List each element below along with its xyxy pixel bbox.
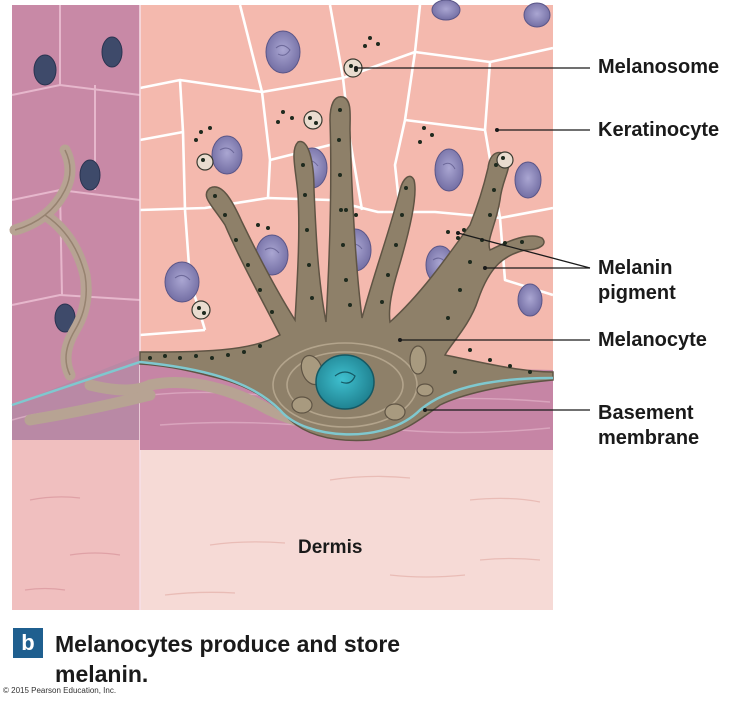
copyright-notice: © 2015 Pearson Education, Inc. bbox=[3, 686, 117, 695]
melanosome-vesicle bbox=[496, 151, 514, 169]
label-basement-membrane-line2: membrane bbox=[598, 427, 700, 449]
label-basement-membrane: Basement membrane bbox=[598, 401, 699, 451]
mitochondrion bbox=[291, 396, 313, 414]
melanocyte-nucleus bbox=[315, 354, 375, 410]
keratinocyte-nucleus bbox=[431, 0, 461, 21]
melanosome-vesicle bbox=[196, 153, 214, 171]
keratinocyte-nucleus bbox=[434, 148, 464, 192]
melanosome-vesicle bbox=[191, 300, 211, 320]
figure-part-badge: b bbox=[13, 628, 43, 658]
keratinocyte-nucleus bbox=[164, 261, 200, 303]
mitochondrion bbox=[416, 383, 434, 397]
leader-melanin-pigment-a bbox=[457, 232, 591, 269]
melanosome-vesicle bbox=[303, 110, 323, 130]
keratinocyte-nucleus bbox=[265, 30, 301, 74]
mitochondrion bbox=[384, 403, 406, 421]
basement-membrane bbox=[11, 360, 554, 436]
keratinocyte-nucleus bbox=[523, 2, 551, 28]
label-melanin-pigment: Melanin pigment bbox=[598, 256, 676, 306]
keratinocyte-nucleus bbox=[517, 283, 543, 317]
melanocyte-body bbox=[139, 96, 554, 442]
mitochondrion bbox=[409, 345, 427, 375]
label-keratinocyte: Keratinocyte bbox=[598, 119, 720, 141]
label-melanin-pigment-line1: Melanin bbox=[598, 257, 673, 279]
keratinocyte-nucleus bbox=[211, 135, 243, 175]
label-melanosome: Melanosome bbox=[598, 56, 720, 78]
dermis-side-region bbox=[12, 440, 140, 610]
side-cell-nucleus bbox=[33, 54, 57, 86]
melanin-granules bbox=[148, 108, 532, 374]
label-melanin-pigment-line2: pigment bbox=[598, 282, 676, 304]
label-melanocyte: Melanocyte bbox=[598, 329, 707, 351]
figure-caption: Melanocytes produce and store melanin. bbox=[55, 631, 401, 687]
keratinocyte-nucleus bbox=[514, 161, 542, 199]
side-cell-nucleus bbox=[101, 36, 123, 68]
label-basement-membrane-line1: Basement bbox=[598, 402, 694, 424]
dermis-region bbox=[140, 450, 553, 610]
epidermis-side bbox=[12, 5, 140, 405]
label-dermis: Dermis bbox=[298, 537, 363, 558]
side-cell-nucleus bbox=[79, 159, 101, 191]
